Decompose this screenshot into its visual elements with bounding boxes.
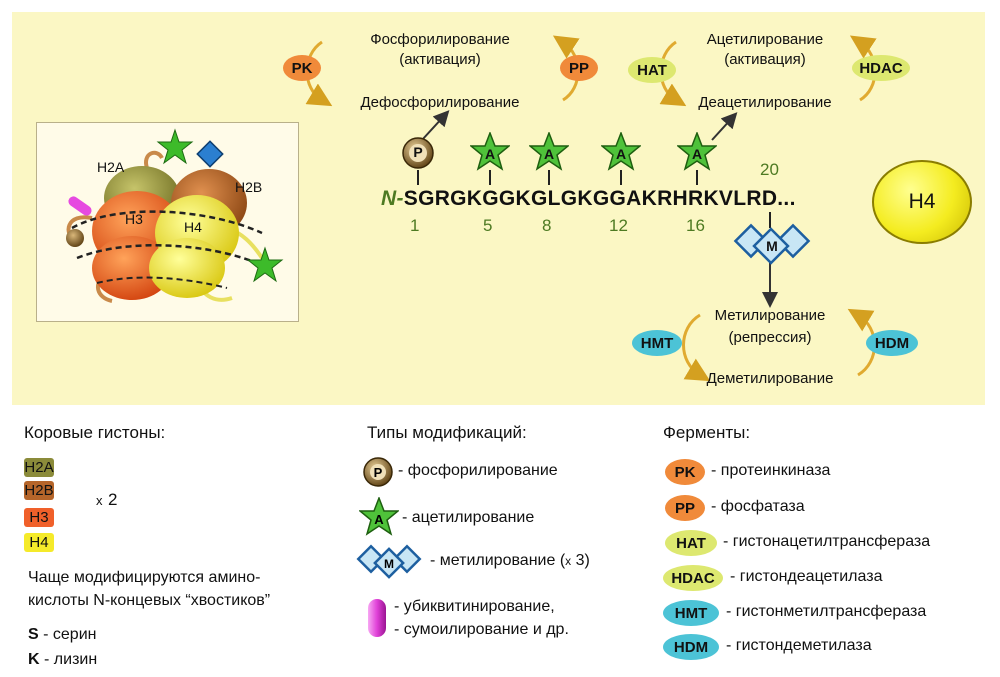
legend-pk-badge: PK [665,459,705,485]
methyl-mark-icon [733,223,811,265]
legend-h3: H3 [24,508,54,527]
phospho-activation: (активация) [399,51,481,68]
demethyl-label: Деметилирование [706,370,834,387]
legend-hat-badge: HAT [665,530,717,556]
h4-ball-label: H4 [908,190,936,213]
legend-phospho-icon: P [363,457,393,487]
acetyl-mark-icon-k16 [677,132,717,171]
acetyl-mark-letter-k8: A [543,146,555,162]
acetyl-mark-icon-k8 [529,132,569,171]
deacetyl-label: Деацетилирование [698,94,832,111]
serine-text: - серин [43,626,97,643]
legend-ubiquitin-icon [368,599,386,637]
phospho-mark-letter: P [413,144,423,160]
acetyl-mark-icon-k12 [601,132,641,171]
legend-ubiq-line1: - убиквитинирование, [394,598,555,615]
enzymes-title: Ферменты: [663,423,751,442]
mod-types-title: Типы модификаций: [367,423,527,442]
legend-h2a: H2A [24,458,54,477]
legend-h2b: H2B [24,481,54,500]
h4-globular-domain: H4 [872,160,972,244]
multiplier-x: x [96,493,103,508]
legend-pp-badge: PP [665,495,705,521]
legend-hdac-text: - гистондеацетилаза [730,568,883,585]
position-20: 20 [760,160,779,179]
serine-letter: S [28,626,39,643]
inset-label-h2b: H2B [235,179,263,195]
note-line-2: кислоты N-концевых “хвостиков” [28,592,271,609]
position-1: 1 [410,216,420,235]
legend-hdm-text: - гистондеметилаза [726,637,872,654]
legend-hmt-text: - гистонметилтрансфераза [726,603,927,620]
h4-sequence: N-SGRGKGGKGLGKGGAKRHRKVLRD... [381,187,796,211]
hdac-enzyme-badge: HDAC [852,55,910,81]
legend-acetyl-text: - ацетилирование [402,509,535,526]
multiplier-value: 2 [108,490,118,509]
dephospho-label: Дефосфорилирование [360,94,520,111]
lysine-legend: K - лизин [28,651,97,669]
legend-methyl-text: - метилирование (x 3) [430,552,590,570]
sequence-residues: SGRGKGGKGLGKGGAKRHRKVLRD... [403,187,796,210]
phospho-mark-icon [402,137,434,169]
position-5: 5 [483,216,493,235]
position-16: 16 [686,216,705,235]
pk-enzyme-badge: PK [283,55,321,81]
hat-enzyme-badge: HAT [628,57,676,83]
legend-hdm-badge: HDM [663,634,719,660]
hdm-enzyme-badge: HDM [866,330,918,356]
hmt-enzyme-badge: HMT [632,330,682,356]
lysine-letter: K [28,651,40,668]
pp-enzyme-badge: PP [560,55,598,81]
nucleosome-illustration [66,128,284,303]
legend-phospho-text: - фосфорилирование [398,462,558,479]
position-12: 12 [609,216,628,235]
legend-methyl-suffix: 3) [571,552,590,569]
legend-hat-text: - гистонацетилтрансфераза [723,533,931,550]
note-line-1: Чаще модифицируются амино- [28,569,261,586]
inset-label-h2a: H2A [97,159,125,175]
methyl-title: Метилирование [714,307,826,324]
legend-methyl-x: x [565,554,572,568]
acetyl-activation: (активация) [724,51,806,68]
methyl-repression: (репрессия) [728,329,812,346]
position-8: 8 [542,216,552,235]
phospho-title: Фосфорилирование [370,31,510,48]
acetyl-mark-letter-k5: A [484,146,496,162]
svg-text:M: M [384,557,394,571]
nucleosome-inset: H2A H2B H3 H4 [36,122,299,322]
acetyl-mark-letter-k16: A [691,146,703,162]
legend-hdac-badge: HDAC [663,565,723,591]
methyl-mark-letter: M [766,238,778,254]
legend-acetyl-icon: A [359,497,399,536]
core-histones-title: Коровые гистоны: [24,423,166,442]
legend-hmt-badge: HMT [663,600,719,626]
n-terminus-label: N- [381,187,404,210]
serine-legend: S - серин [28,626,96,644]
inset-label-h4: H4 [184,219,202,235]
acetyl-mark-letter-k12: A [615,146,627,162]
legend-methyl-icon: M [356,544,422,579]
acetyl-mark-icon-k5 [470,132,510,171]
legend-methyl-prefix: - метилирование ( [430,552,566,569]
svg-text:P: P [374,465,383,480]
svg-text:A: A [374,512,384,527]
legend-pp-text: - фосфатаза [711,498,805,515]
lysine-text: - лизин [44,651,98,668]
inset-label-h3: H3 [125,211,143,227]
legend-ubiq-line2: - сумоилирование и др. [394,621,569,638]
legend-h4: H4 [24,533,54,552]
acetyl-title: Ацетилирование [706,31,824,48]
legend-pk-text: - протеинкиназа [711,462,831,479]
